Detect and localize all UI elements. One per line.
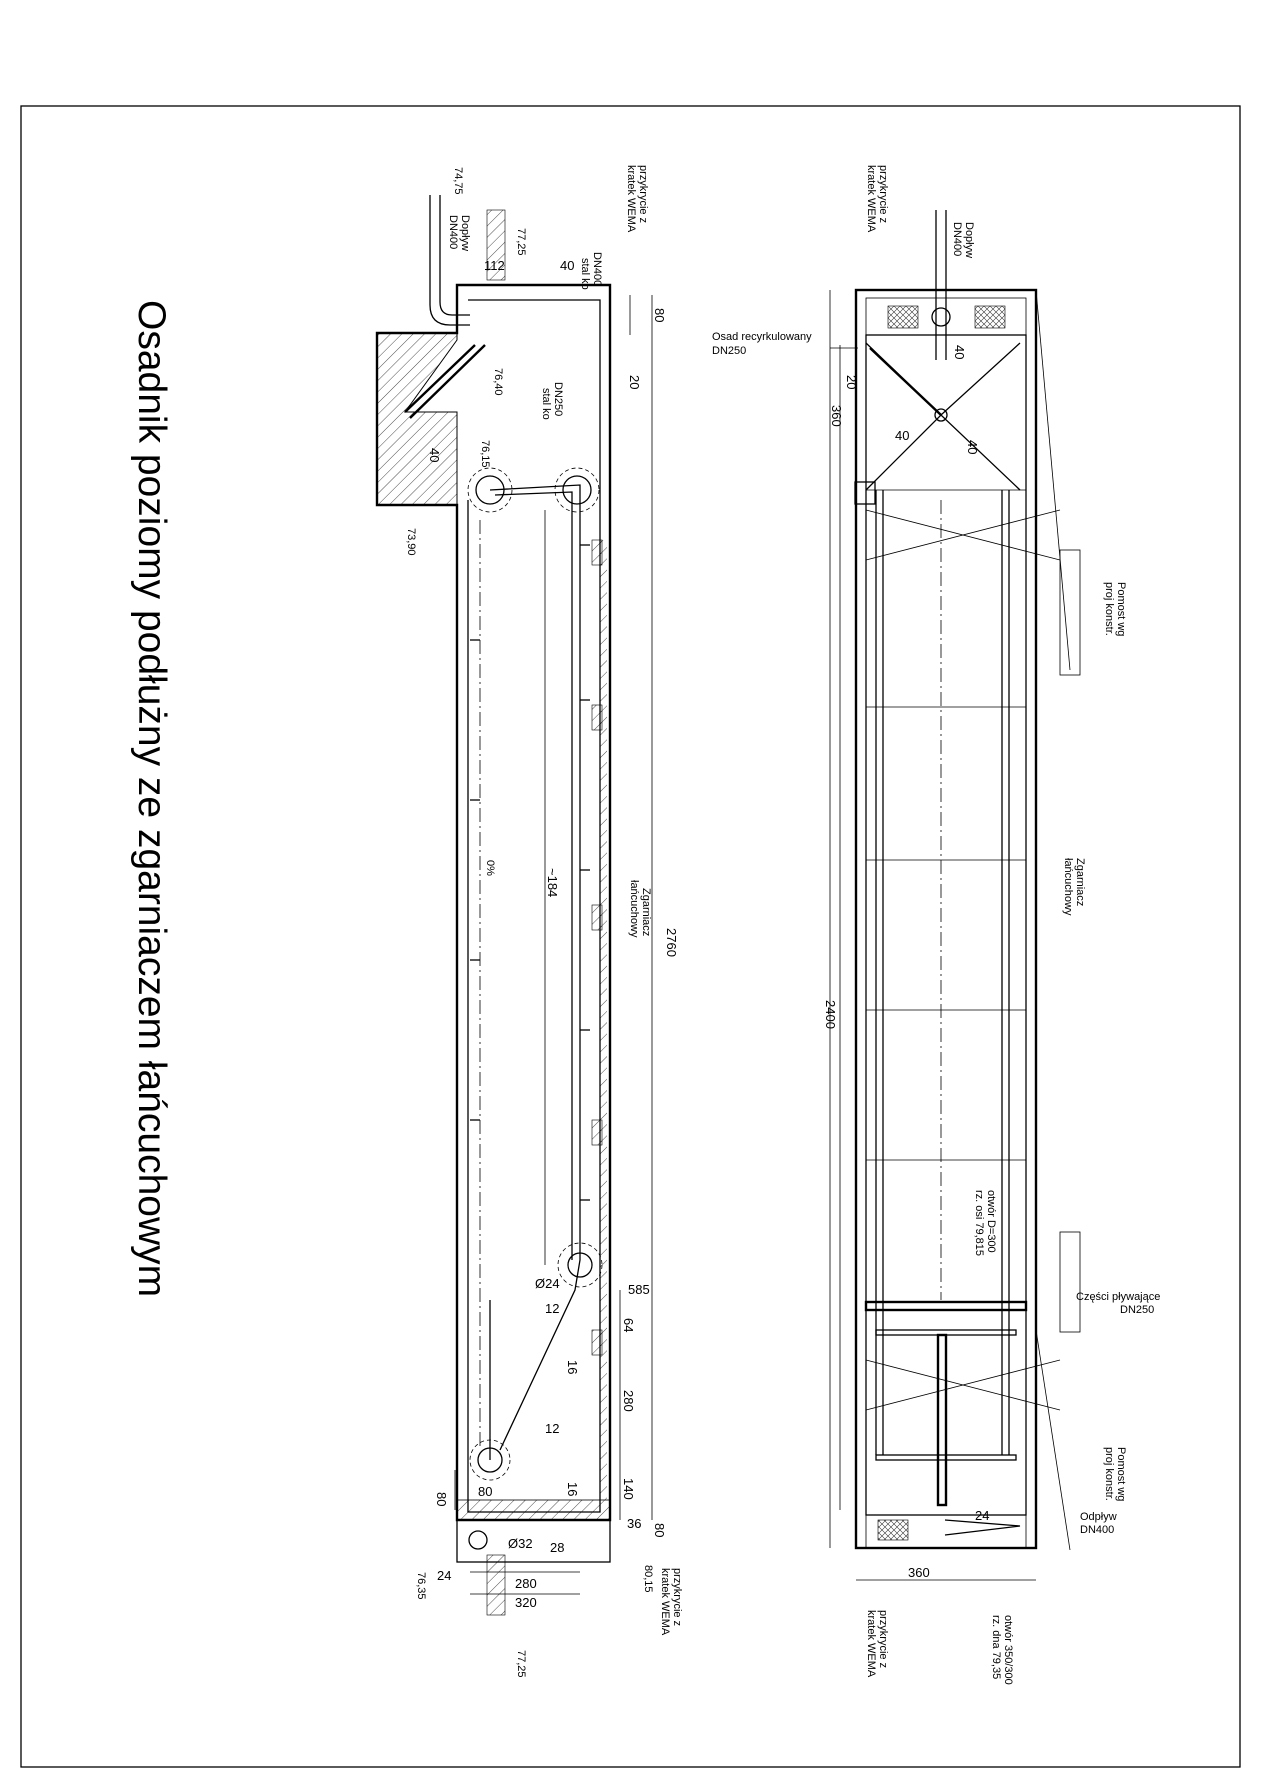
elevation-7475: 74,75 xyxy=(452,167,464,195)
sheet-frame xyxy=(20,105,1241,1768)
dim-20: 20 xyxy=(627,375,642,389)
dim-d32: Ø32 xyxy=(508,1536,533,1551)
plan-cover-bottom-2: kratek WEMA xyxy=(865,1610,877,1678)
plan-cover-bottom: przykrycie z xyxy=(877,1610,889,1668)
cover-bottom-label-2: kratek WEMA xyxy=(659,1568,671,1636)
plan-sludge-label: Osad recyrkulowany xyxy=(712,331,812,343)
elevation-8015: 80,15 xyxy=(642,1565,654,1593)
plan-floating-diameter: DN250 xyxy=(1120,1304,1154,1316)
dim-2760: 2760 xyxy=(664,928,679,957)
dim-12b: 12 xyxy=(545,1421,559,1436)
cover-top-label-2: kratek WEMA xyxy=(625,165,637,233)
plan-opening: otwór D=300 xyxy=(985,1190,997,1253)
dim-112: 112 xyxy=(484,258,505,273)
dim-40-top: 40 xyxy=(560,258,574,273)
plan-view xyxy=(829,210,1081,1581)
dim-320: 320 xyxy=(515,1595,537,1610)
pipe-dn250-material: stal ko xyxy=(540,388,552,420)
dim-40-hopper: 40 xyxy=(427,448,442,462)
pipe-material-label: stal ko xyxy=(579,258,591,290)
scraper-label-2: łańcuchowy xyxy=(628,880,640,938)
inlet-label: Dopływ xyxy=(459,215,471,251)
plan-labels: przykrycie z kratek WEMA Dopływ DN400 Os… xyxy=(712,165,1160,1685)
dim-12a: 12 xyxy=(545,1301,559,1316)
section-view xyxy=(375,195,653,1616)
plan-inlet-2: DN400 xyxy=(951,222,963,256)
inlet-diameter: DN400 xyxy=(447,215,459,249)
plan-outlet-diameter: DN400 xyxy=(1080,1524,1114,1536)
plan-platform-bottom: Pomost wg xyxy=(1115,1447,1127,1501)
drawing-title: Osadnik poziomy podłużny ze zgarniaczem … xyxy=(130,300,173,1297)
slope-label: 0% xyxy=(484,860,496,876)
plan-dim-360-bottom: 360 xyxy=(908,1565,930,1580)
section-labels: Dopływ DN400 74,75 77,25 DN400 stal ko p… xyxy=(405,165,683,1678)
plan-cover-top-2: kratek WEMA xyxy=(865,165,877,233)
dim-140: 140 xyxy=(621,1478,636,1500)
dim-80-left: 80 xyxy=(434,1492,449,1506)
dim-184: ~184 xyxy=(545,868,560,897)
elevation-7635: 76,35 xyxy=(415,1572,427,1600)
dim-d24: Ø24 xyxy=(535,1276,560,1291)
plan-dim-24: 24 xyxy=(975,1508,989,1523)
plan-opening-2: rz. osi 79,815 xyxy=(973,1190,985,1256)
dim-280h: 280 xyxy=(515,1576,537,1591)
dim-80-top: 80 xyxy=(652,308,667,322)
plan-bottom-elevation: rz. dna 79,35 xyxy=(990,1615,1002,1679)
plan-platform-top-2: proj konstr. xyxy=(1103,582,1115,636)
plan-dim-40a: 40 xyxy=(952,345,967,359)
plan-inlet: Dopływ xyxy=(963,222,975,258)
dim-16a: 16 xyxy=(565,1360,580,1374)
dim-280v: 280 xyxy=(621,1390,636,1412)
cover-top-label: przykrycie z xyxy=(637,165,649,223)
dim-24: 24 xyxy=(437,1568,451,1583)
dim-64: 64 xyxy=(621,1318,636,1332)
plan-platform-bottom-2: proj konstr. xyxy=(1103,1447,1115,1501)
elevation-7615: 76,15 xyxy=(479,440,491,468)
plan-floating-parts: Części pływające xyxy=(1076,1291,1160,1303)
dim-80-right: 80 xyxy=(652,1523,667,1537)
plan-outlet: Odpływ xyxy=(1080,1511,1117,1523)
plan-dim-2400: 2400 xyxy=(823,1000,838,1029)
scraper-label: Zgarniacz xyxy=(640,888,652,936)
plan-dim-20: 20 xyxy=(844,375,859,389)
pipe-dn400-label: DN400 xyxy=(591,252,603,286)
cover-bottom-label: przykrycie z xyxy=(671,1568,683,1626)
plan-bottom-opening: otwór 350/300 xyxy=(1002,1615,1014,1685)
dim-80-mid: 80 xyxy=(478,1484,492,1499)
dim-36: 36 xyxy=(627,1516,641,1531)
dim-28: 28 xyxy=(550,1540,564,1555)
plan-scraper-2: łańcuchowy xyxy=(1062,858,1074,916)
pipe-dn250-label: DN250 xyxy=(552,382,564,416)
dim-585: 585 xyxy=(628,1282,650,1297)
plan-dim-40c: 40 xyxy=(965,440,980,454)
plan-platform-top: Pomost wg xyxy=(1115,582,1127,636)
plan-dim-360-top: 360 xyxy=(829,405,844,427)
dim-16b: 16 xyxy=(565,1482,580,1496)
elevation-7640: 76,40 xyxy=(492,368,504,396)
elevation-7725-bottom: 77,25 xyxy=(515,1650,527,1678)
elevation-7390: 73,90 xyxy=(405,528,417,556)
plan-sludge-diameter: DN250 xyxy=(712,345,746,357)
elevation-7725-top: 77,25 xyxy=(515,228,527,256)
plan-cover-top: przykrycie z xyxy=(877,165,889,223)
plan-scraper: Zgarniacz xyxy=(1074,858,1086,906)
plan-dim-40b: 40 xyxy=(895,428,909,443)
